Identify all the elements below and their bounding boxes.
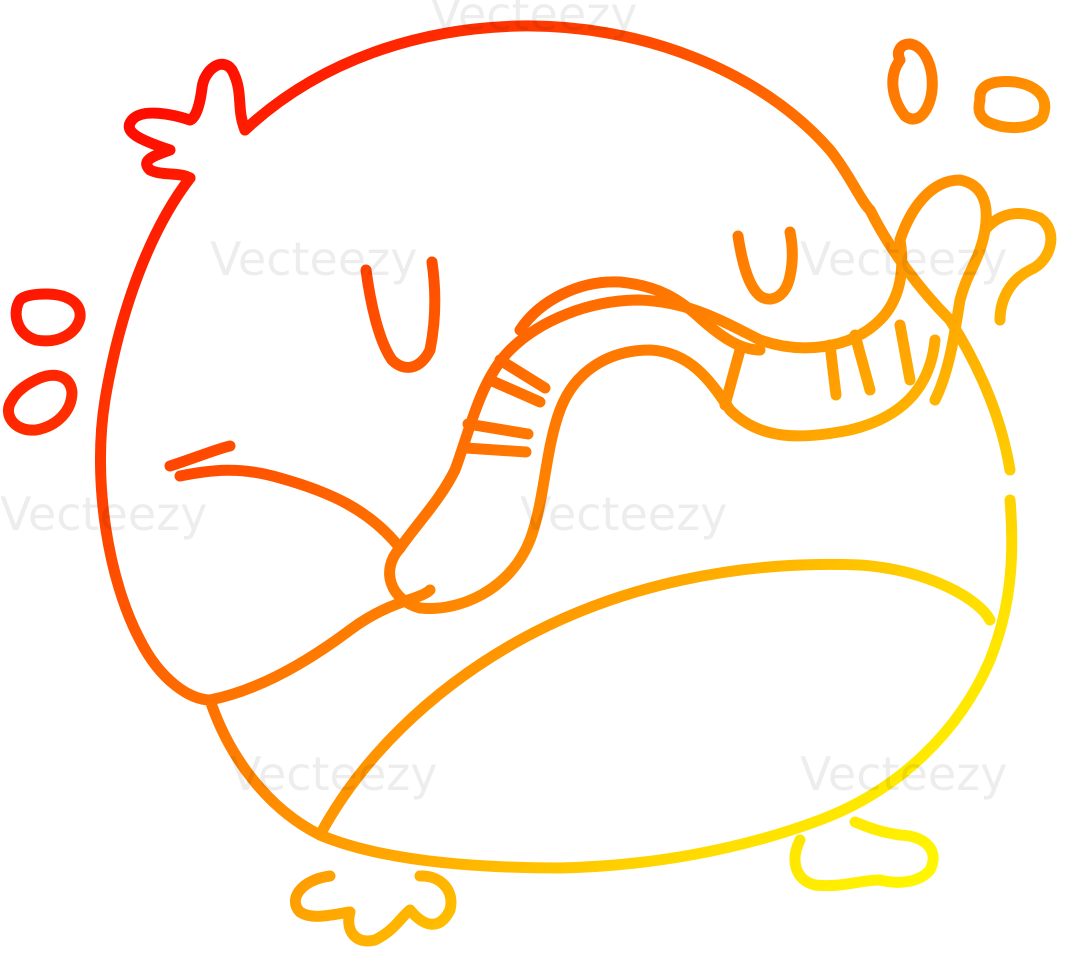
watermark-text: Vecteezy — [430, 0, 638, 41]
worm-loop — [514, 276, 766, 356]
watermark-text: Vecteezy — [800, 747, 1008, 801]
worm-segments — [460, 319, 916, 458]
body-right-edge — [864, 204, 1016, 476]
worm-body-inner — [394, 234, 908, 554]
watermark-text: Vecteezy — [0, 487, 208, 541]
body-outline — [94, 20, 1018, 874]
watermark-text: Vecteezy — [520, 487, 728, 541]
right-foot — [789, 816, 939, 892]
watermark-text: Vecteezy — [210, 232, 418, 286]
left-foot — [289, 870, 457, 947]
left-eye — [360, 256, 441, 373]
worm-tail — [894, 174, 1057, 406]
right-eye — [732, 226, 798, 305]
wing-upper — [204, 584, 436, 706]
head-tuft — [123, 58, 251, 184]
motion-mark-top — [887, 38, 938, 125]
motion-mark-left-1 — [10, 288, 86, 347]
motion-mark-left-2 — [2, 369, 78, 436]
watermark-text: Vecteezy — [230, 747, 438, 801]
watermark-text: Vecteezy — [800, 232, 1008, 286]
beak — [164, 440, 406, 554]
motion-mark-right — [973, 76, 1051, 133]
belly-curve — [314, 558, 996, 841]
watermark-layer: Vecteezy Vecteezy Vecteezy Vecteezy Vect… — [0, 0, 1008, 801]
worm-body-outer — [384, 334, 941, 614]
